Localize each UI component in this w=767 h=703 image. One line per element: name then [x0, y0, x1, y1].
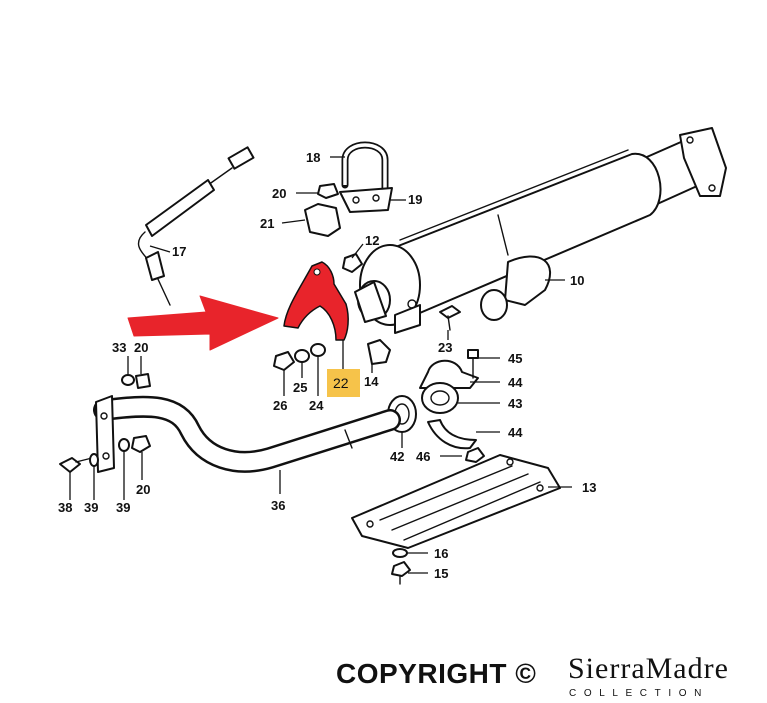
muffler-part-10: [354, 127, 727, 334]
label-42: 42: [390, 449, 404, 464]
label-13: 13: [582, 480, 596, 495]
bracket-part-44-top: [419, 359, 479, 389]
label-46: 46: [416, 449, 430, 464]
washer-part-16: [392, 548, 408, 558]
part-number-labels: 10 12 13 14 15 16 17 18 19 20 20 20 21 2…: [58, 150, 596, 581]
label-23: 23: [438, 340, 452, 355]
label-39-left: 39: [84, 500, 98, 515]
label-21: 21: [260, 216, 274, 231]
label-16: 16: [434, 546, 448, 561]
copyright-text: COPYRIGHT ©: [336, 658, 537, 689]
bolt-part-15: [391, 561, 411, 585]
clip-part-19: [339, 187, 393, 213]
callout-box-22: [327, 369, 360, 397]
highlight-arrow: [127, 295, 279, 351]
label-25: 25: [293, 380, 307, 395]
label-38: 38: [58, 500, 72, 515]
washer-part-26: [273, 351, 295, 371]
washer-part-24: [310, 343, 326, 357]
hanger-part-22: [283, 261, 349, 341]
nut-part-33: [121, 374, 135, 386]
sensor-part-17: [137, 146, 255, 306]
label-20-right: 20: [136, 482, 150, 497]
label-17: 17: [172, 244, 186, 259]
label-18: 18: [306, 150, 320, 165]
label-20-left: 20: [134, 340, 148, 355]
diagram-canvas: 10 12 13 14 15 16 17 18 19 20 20 20 21 2…: [58, 127, 727, 585]
bolt-part-38: [59, 457, 93, 473]
label-44-top: 44: [508, 375, 523, 390]
washer-part-39-left: [89, 453, 99, 467]
nut-part-20-right: [131, 435, 151, 453]
leader-lines: [69, 156, 572, 574]
label-36: 36: [271, 498, 285, 513]
nut-part-46: [465, 447, 485, 463]
label-15: 15: [434, 566, 448, 581]
ring-part-43: [421, 382, 459, 414]
label-22: 22: [333, 375, 349, 391]
clip-part-14: [367, 339, 391, 365]
u-clamp-part-18: [341, 141, 389, 196]
brand-logo-text: SierraMadre: [568, 652, 729, 685]
front-pipe-part-36: [93, 395, 401, 473]
label-39-right: 39: [116, 500, 130, 515]
label-43: 43: [508, 396, 522, 411]
label-26: 26: [273, 398, 287, 413]
label-44-bottom: 44: [508, 425, 523, 440]
bracket-part-44-bottom: [427, 419, 477, 450]
washer-part-39-right: [118, 438, 130, 452]
label-33: 33: [112, 340, 126, 355]
nut-part-20-left: [135, 373, 151, 389]
washer-part-25: [294, 349, 310, 363]
bolt-part-45: [467, 349, 479, 379]
bracket-plate: [95, 395, 115, 473]
label-19: 19: [408, 192, 422, 207]
label-20-top: 20: [272, 186, 286, 201]
label-12: 12: [365, 233, 379, 248]
label-45: 45: [508, 351, 522, 366]
label-24: 24: [309, 398, 324, 413]
bolt-part-23: [439, 305, 461, 331]
nut-part-20-top: [317, 183, 339, 199]
brand-subtitle: COLLECTION: [569, 688, 709, 699]
mount-part-21: [304, 203, 341, 237]
label-10: 10: [570, 273, 584, 288]
label-14: 14: [364, 374, 379, 389]
heat-shield-part-13: [351, 454, 561, 549]
